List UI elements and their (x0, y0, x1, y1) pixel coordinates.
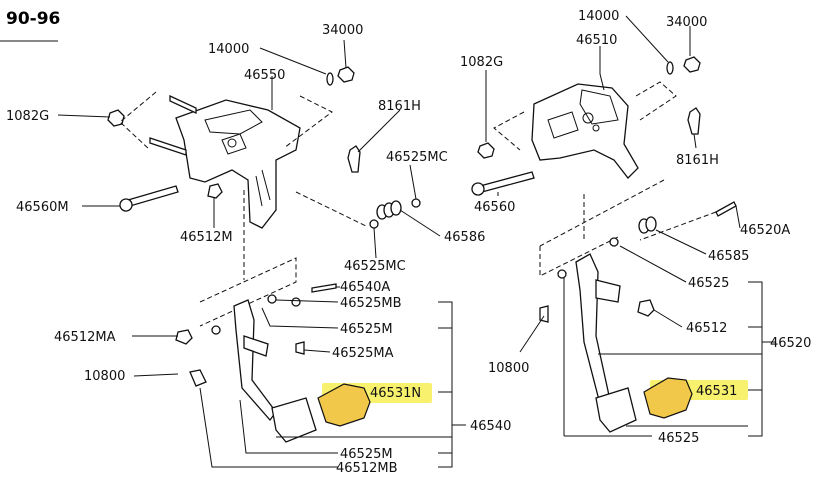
label-46525mc-top: 46525MC (386, 150, 448, 165)
left-bushing-46525m (211, 325, 221, 335)
label-46525mc-bot: 46525MC (344, 259, 406, 274)
label-46520a: 46520A (740, 223, 790, 238)
right-bolt-46560 (479, 171, 535, 193)
label-10800-right: 10800 (488, 361, 529, 376)
label-46585: 46585 (708, 249, 749, 264)
right-nut-1082g (477, 142, 495, 159)
left-pedal-pad-46531n (317, 383, 371, 427)
left-bushing-46525mb-a (267, 294, 277, 304)
right-spring-46585 (638, 216, 657, 234)
label-46512m: 46512M (180, 230, 233, 245)
label-14000-left: 14000 (208, 42, 249, 57)
left-nut-34000 (337, 66, 355, 83)
label-8161h-left: 8161H (378, 99, 421, 114)
right-stopper-10800 (539, 305, 549, 323)
left-bolt-head (119, 198, 133, 212)
right-nut-34000 (683, 56, 701, 73)
left-bolt-46560m (127, 185, 179, 207)
label-46525-bot: 46525 (658, 431, 699, 446)
label-46525-top: 46525 (688, 276, 729, 291)
right-pedal-pad-46531 (643, 377, 693, 419)
left-bushing-46525mc-bot (369, 219, 379, 229)
label-46531: 46531 (696, 384, 737, 399)
label-46525ma: 46525MA (332, 346, 394, 361)
label-46586: 46586 (444, 230, 485, 245)
right-bushing-46525-bot (557, 269, 567, 279)
label-34000-left: 34000 (322, 23, 363, 38)
right-bolt-head (471, 182, 485, 196)
right-bushing-46525-top (609, 237, 619, 247)
right-bracket-46510 (531, 73, 639, 179)
right-clip-8161h (687, 107, 701, 135)
left-spring-46586 (376, 200, 402, 220)
left-clip-8161h (347, 145, 361, 173)
left-bolt-top (169, 94, 197, 115)
left-bushing-46525mc-top (411, 198, 421, 208)
right-washer-14000 (666, 61, 674, 75)
label-46560m: 46560M (16, 200, 69, 215)
left-washer-14000 (326, 72, 334, 86)
label-8161h-right: 8161H (676, 153, 719, 168)
label-46525m-bot: 46525M (340, 447, 393, 462)
label-34000-right: 34000 (666, 15, 707, 30)
label-10800-left: 10800 (84, 369, 125, 384)
label-46510: 46510 (576, 33, 617, 48)
label-14000-right: 14000 (578, 9, 619, 24)
right-bushing-46512 (637, 299, 655, 317)
diagram-title: 90-96 (6, 9, 60, 29)
label-46525m-top: 46525M (340, 322, 393, 337)
label-46540: 46540 (470, 419, 511, 434)
left-stopper-10800 (189, 369, 207, 387)
label-46540a: 46540A (340, 280, 390, 295)
label-46550: 46550 (244, 68, 285, 83)
label-46520: 46520 (770, 336, 811, 351)
left-bracket-46550 (175, 99, 301, 229)
label-46512mb: 46512MB (336, 461, 398, 476)
left-bushing-46512m (207, 183, 223, 199)
label-46512: 46512 (686, 321, 727, 336)
label-46525mb: 46525MB (340, 296, 402, 311)
label-46531n: 46531N (370, 386, 421, 401)
label-46560: 46560 (474, 200, 515, 215)
right-pedal-arm-46520 (575, 253, 637, 433)
left-pedal-arm-46540 (233, 299, 317, 443)
left-bushing-46525ma (295, 341, 305, 355)
label-1082g-left: 1082G (6, 109, 49, 124)
left-bushing-46525mb-b (291, 297, 301, 307)
right-bolt-46520a (715, 201, 737, 217)
left-bolt-upper (149, 137, 187, 156)
label-46512ma: 46512MA (54, 330, 116, 345)
left-bushing-46512ma (175, 329, 193, 345)
left-bolt-46540a (311, 283, 337, 293)
label-1082g-right: 1082G (460, 55, 503, 70)
